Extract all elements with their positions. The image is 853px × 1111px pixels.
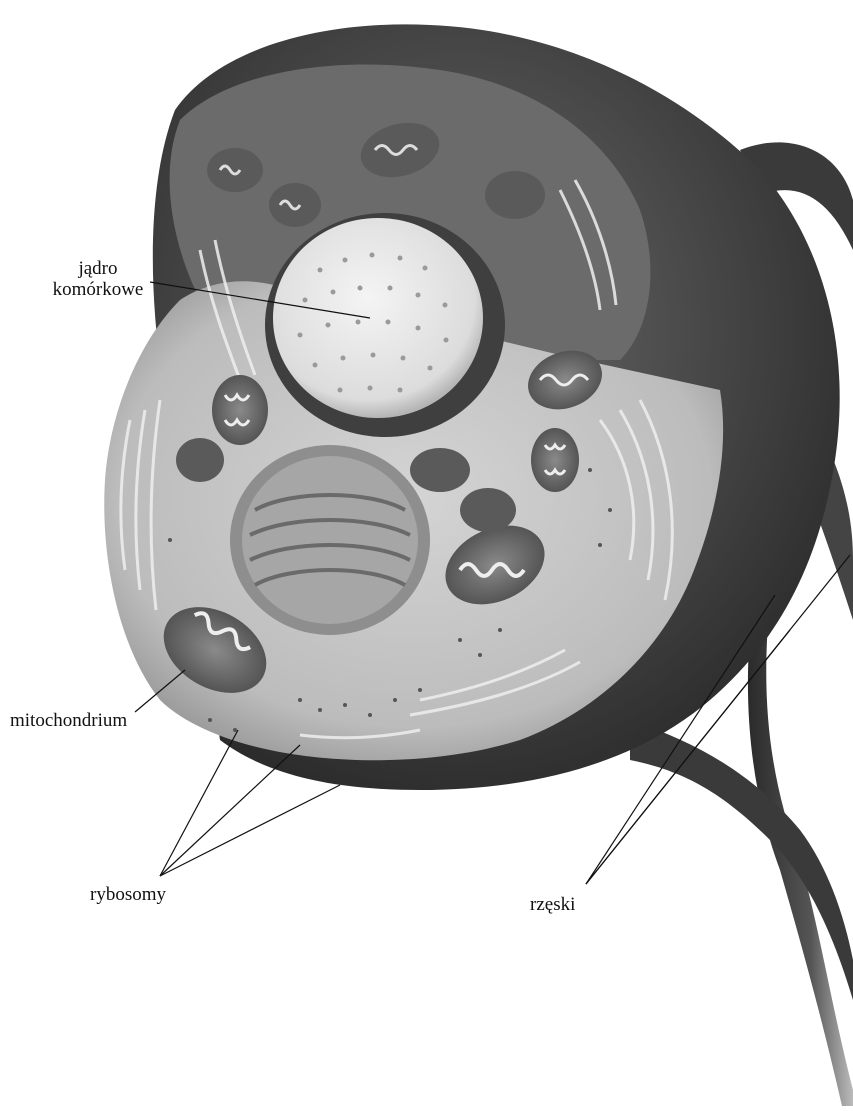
label-nucleus-line2: komórkowe: [38, 279, 158, 300]
label-mitochondrium: mitochondrium: [10, 710, 127, 731]
label-rzeski: rzęski: [530, 894, 575, 915]
label-rybosomy: rybosomy: [90, 884, 166, 905]
label-nucleus: jądro komórkowe: [38, 258, 158, 300]
label-nucleus-line1: jądro: [38, 258, 158, 279]
